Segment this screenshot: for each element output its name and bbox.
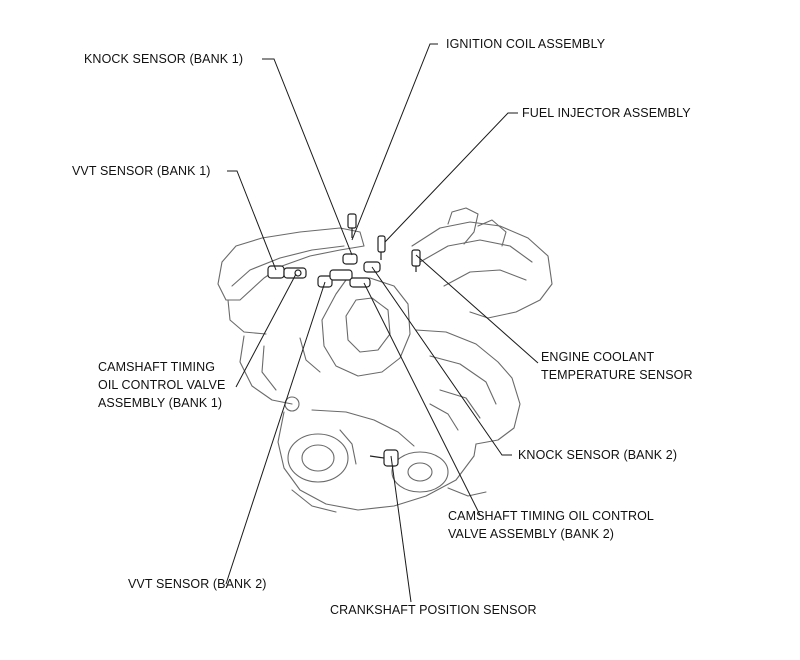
label-camshaft-ocv-bank1: CAMSHAFT TIMING OIL CONTROL VALVE ASSEMB… [98,358,225,412]
leader-fuel-injector [384,112,518,243]
label-engine-coolant-temp: ENGINE COOLANT TEMPERATURE SENSOR [541,348,693,384]
vvt-sensor-bank2-component [317,275,333,288]
label-knock-sensor-bank1: KNOCK SENSOR (BANK 1) [84,52,244,66]
leader-camshaft-ocv-bank2 [363,282,481,516]
label-vvt-sensor-bank2: VVT SENSOR (BANK 2) [128,577,267,591]
leader-lines [225,43,539,603]
label-camshaft-ocv-bank1-line3: ASSEMBLY (BANK 1) [98,396,223,410]
label-knock-sensor-bank2: KNOCK SENSOR (BANK 2) [518,448,678,462]
coolant-temp-sensor-component [411,249,421,272]
label-camshaft-ocv-bank2: CAMSHAFT TIMING OIL CONTROL VALVE ASSEMB… [448,507,654,543]
vvt-sensor-bank1-component [267,265,285,279]
label-camshaft-ocv-bank1-line2: OIL CONTROL VALVE [98,378,226,392]
label-vvt-sensor-bank1: VVT SENSOR (BANK 1) [72,164,211,178]
leader-knock-sensor-bank2 [371,266,512,456]
leader-vvt-sensor-bank1 [227,170,277,271]
label-engine-coolant-temp-line2: TEMPERATURE SENSOR [541,368,693,382]
label-camshaft-ocv-bank1-line1: CAMSHAFT TIMING [98,360,216,374]
leader-crankshaft-position [390,455,412,603]
label-fuel-injector: FUEL INJECTOR ASSEMBLY [522,106,691,120]
ignition-coil-component [347,213,357,238]
leader-knock-sensor-bank1 [262,58,353,256]
label-ignition-coil: IGNITION COIL ASSEMBLY [446,37,606,51]
label-crankshaft-position: CRANKSHAFT POSITION SENSOR [330,603,537,617]
engine-drawing [217,207,553,513]
leader-camshaft-ocv-bank1 [235,273,297,388]
leader-engine-coolant-temp [415,254,539,364]
knock-sensor-bank1-component [342,253,358,265]
leader-vvt-sensor-bank2 [225,281,326,585]
camshaft-ocv-bank2-component [329,269,371,288]
camshaft-ocv-bank1-component [283,267,307,279]
fuel-injector-component [377,235,386,260]
leader-ignition-coil [351,43,438,241]
label-camshaft-ocv-bank2-line2: VALVE ASSEMBLY (BANK 2) [448,527,615,541]
sensor-components [267,213,421,467]
label-engine-coolant-temp-line1: ENGINE COOLANT [541,350,655,364]
label-camshaft-ocv-bank2-line1: CAMSHAFT TIMING OIL CONTROL [448,509,654,523]
crankshaft-sensor-component [369,449,399,467]
